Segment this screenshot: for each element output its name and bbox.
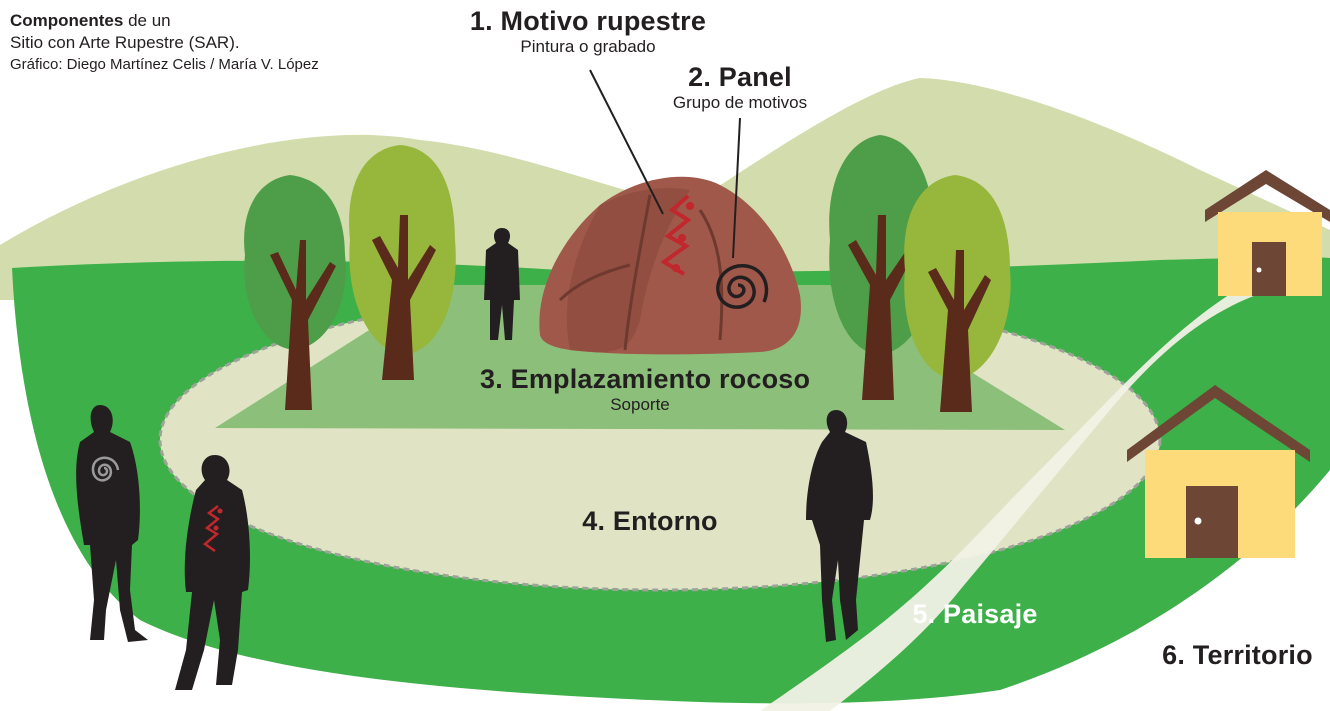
credits-rest: de un — [123, 11, 171, 30]
label-title: 6. Territorio — [1162, 640, 1313, 670]
leader-line-panel — [732, 117, 741, 259]
label-title: 3. Emplazamiento rocoso — [480, 364, 811, 394]
credits-bold: Componentes — [10, 11, 124, 30]
credits-line-2: Sitio con Arte Rupestre (SAR). — [10, 33, 240, 52]
label-entorno: 4. Entorno — [560, 506, 740, 537]
path-icon — [760, 288, 1265, 711]
tree-icon — [904, 175, 1011, 412]
person-silhouette-icon — [175, 455, 250, 690]
house-icon — [1127, 385, 1310, 558]
label-emplazamiento-rocoso: 3. Emplazamiento rocoso Soporte — [480, 364, 811, 415]
spiral-motif-icon — [716, 264, 769, 309]
house-icon — [1205, 170, 1330, 296]
label-subtitle: Pintura o grabado — [520, 37, 656, 56]
leader-line-motif — [589, 69, 664, 215]
person-silhouette-icon — [484, 228, 520, 340]
person-silhouette-icon — [76, 405, 148, 642]
label-paisaje: 5. Paisaje — [900, 599, 1050, 630]
label-motivo-rupestre: 1. Motivo rupestre Pintura o grabado — [453, 6, 723, 57]
label-panel: 2. Panel Grupo de motivos — [640, 62, 840, 113]
label-title: 5. Paisaje — [912, 599, 1038, 629]
label-title: 2. Panel — [688, 62, 792, 92]
label-title: 1. Motivo rupestre — [469, 6, 707, 36]
label-territorio: 6. Territorio — [1150, 640, 1325, 671]
person-silhouette-icon — [806, 410, 873, 642]
label-subtitle: Soporte — [610, 395, 670, 414]
tree-icon — [349, 145, 456, 380]
label-subtitle: Grupo de motivos — [672, 93, 808, 112]
tree-icon — [244, 175, 346, 410]
zigzag-motif-icon — [660, 194, 694, 276]
credits-line-1: Componentes de un — [10, 10, 319, 32]
credits-block: Componentes de un Sitio con Arte Rupestr… — [10, 10, 319, 76]
label-title: 4. Entorno — [582, 506, 718, 536]
credits-line-3: Gráfico: Diego Martínez Celis / María V.… — [10, 56, 319, 73]
